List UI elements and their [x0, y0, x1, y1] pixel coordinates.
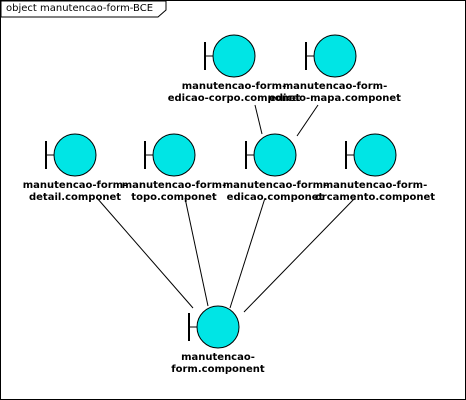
- node-label-line2: form.component: [171, 364, 265, 375]
- node-label-topo: manutencao-form-topo.componet: [104, 180, 244, 204]
- node-label-orcamento: manutencao-form-orcamento.componet: [305, 180, 445, 204]
- node-label-line1: manutencao-: [181, 352, 255, 363]
- node-label-line1: manutencao-form-: [322, 180, 428, 191]
- node-label-mapa: manutencao-form-edicao-mapa.componet: [265, 81, 405, 105]
- node-label-edicao: manutencao-form-edicao.componet: [205, 180, 345, 204]
- frame-title: object manutencao-form-BCE: [6, 3, 154, 14]
- boundary-objects: [45, 34, 397, 349]
- node-label-line2: edicao-corpo.componet: [167, 93, 301, 104]
- boundary-circle: [313, 34, 357, 78]
- boundary-circle: [53, 133, 97, 177]
- boundary-object-detail[interactable]: [45, 133, 97, 177]
- boundary-object-corpo[interactable]: [204, 34, 256, 78]
- association-line: [254, 104, 263, 135]
- boundary-circle: [196, 305, 240, 349]
- boundary-object-mapa[interactable]: [305, 34, 357, 78]
- association-line: [243, 197, 356, 313]
- association-line: [184, 197, 209, 307]
- node-label-component: manutencao-form.component: [148, 352, 288, 376]
- node-label-line2: topo.componet: [131, 192, 217, 203]
- association-lines: [96, 104, 356, 313]
- node-label-line1: manutencao-form-: [222, 180, 328, 191]
- node-label-detail: manutencao-form-detail.componet: [5, 180, 145, 204]
- node-label-line1: manutencao-form-: [121, 180, 227, 191]
- boundary-circle: [353, 133, 397, 177]
- association-line: [96, 197, 194, 309]
- node-label-line1: manutencao-form-: [282, 81, 388, 92]
- boundary-circle: [212, 34, 256, 78]
- node-label-line2: edicao.componet: [226, 192, 324, 203]
- boundary-object-edicao[interactable]: [245, 133, 297, 177]
- node-label-line1: manutencao-form-: [22, 180, 128, 191]
- node-label-line1: manutencao-form-: [181, 81, 287, 92]
- boundary-object-topo[interactable]: [144, 133, 196, 177]
- boundary-circle: [253, 133, 297, 177]
- association-line: [296, 104, 319, 137]
- title-tab-shape: [1, 1, 167, 18]
- node-label-corpo: manutencao-form-edicao-corpo.componet: [164, 81, 304, 105]
- boundary-object-orcamento[interactable]: [345, 133, 397, 177]
- boundary-circle: [152, 133, 196, 177]
- node-label-line2: edicao-mapa.componet: [269, 93, 401, 104]
- boundary-object-component[interactable]: [188, 305, 240, 349]
- node-label-line2: detail.componet: [28, 192, 122, 203]
- association-line: [229, 197, 266, 309]
- node-label-line2: orcamento.componet: [314, 192, 436, 203]
